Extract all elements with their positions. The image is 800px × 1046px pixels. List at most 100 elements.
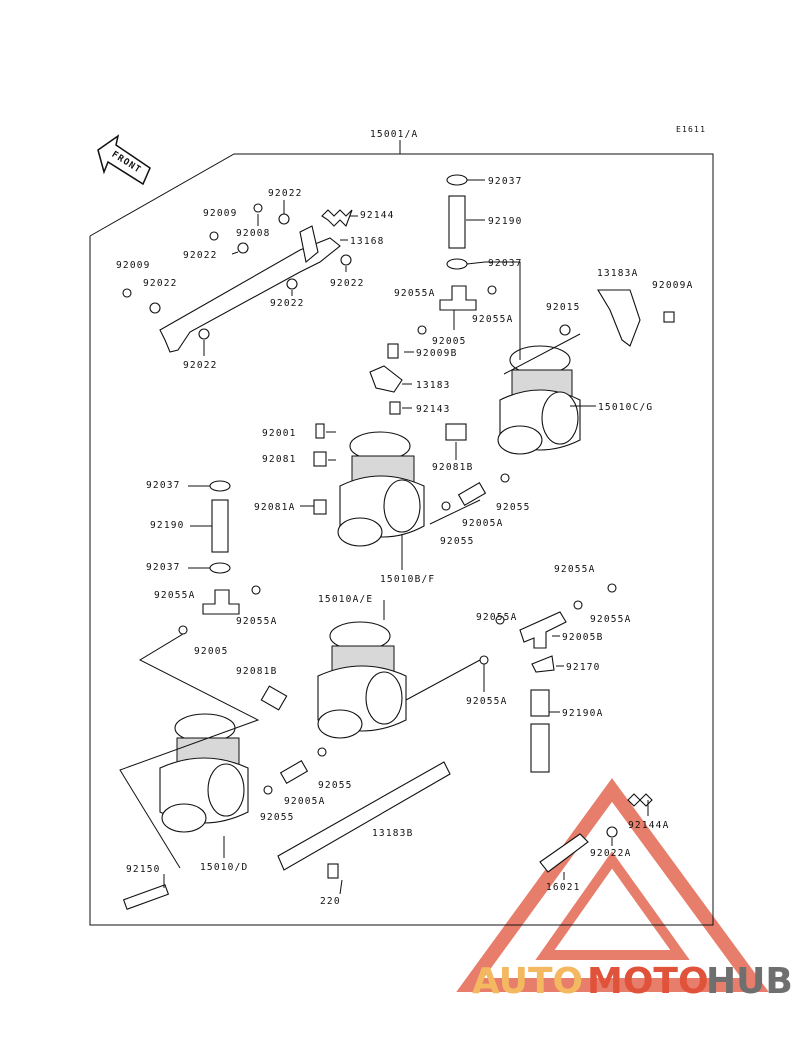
label-92005A-b: 92005A [284,796,326,807]
oring-92055-b [441,501,451,511]
label-92055A-c: 92055A [154,590,196,601]
label-92009-b: 92009 [116,260,151,271]
label-92081B-b: 92081B [236,666,278,677]
label-92022-d: 92022 [330,278,365,289]
label-13183: 13183 [416,380,451,391]
label-16021: 16021 [546,882,581,893]
label-92055-a: 92055 [496,502,531,513]
washer-92022A [606,826,618,838]
label-92009-a: 92009 [203,208,238,219]
oring-92055-c [317,747,327,757]
watermark-logo-triangle [456,778,769,992]
label-92081A: 92081A [254,502,296,513]
carburetor-15010BF [337,431,425,547]
screw-92009A [663,311,675,323]
watermark-part1: AUTO [472,961,583,1002]
label-92037-c: 92037 [146,480,181,491]
label-92022-c: 92022 [143,278,178,289]
label-13183A: 13183A [597,268,639,279]
oring-92055-a [500,473,510,483]
label-92055A-g: 92055A [590,614,632,625]
label-92055-c: 92055 [318,780,353,791]
label-15010CG: 15010C/G [598,402,653,413]
label-92005-b: 92005 [194,646,229,657]
label-92022-a: 92022 [268,188,303,199]
oring-92055-d [263,785,273,795]
oring-92055A-e [573,600,583,610]
label-92005A-a: 92005A [462,518,504,529]
screw-16021 [539,833,589,873]
label-92022A: 92022A [590,848,632,859]
part-92015 [559,324,571,336]
spring-92081B-top [445,423,467,441]
plate-13183B [277,761,451,871]
label-92055A-d: 92055A [236,616,278,627]
label-92144A: 92144A [628,820,670,831]
connector-lines-mid [405,659,481,701]
label-92190-top: 92190 [488,216,523,227]
label-92005-a: 92005 [432,336,467,347]
screw-92150 [122,884,170,910]
tube-92190-left [178,480,261,635]
label-15010AE: 15010A/E [318,594,373,605]
part-92001 [315,423,325,439]
assembly-frame [89,140,714,926]
label-92190A: 92190A [562,708,604,719]
label-92037-b: 92037 [488,258,523,269]
clamp-92170 [531,655,555,673]
label-92015: 92015 [546,302,581,313]
label-92055A-b: 92055A [472,314,514,325]
tube-92190-top [417,174,497,335]
part-92005B [519,611,567,649]
bracket-13183A [597,289,641,347]
label-92022-b: 92022 [183,250,218,261]
tube-92190A-lower [530,723,550,773]
label-92170: 92170 [566,662,601,673]
label-92055-b: 92055 [440,536,475,547]
label-92008: 92008 [236,228,271,239]
oring-92055A-g [495,615,505,625]
label-92022-f: 92022 [183,360,218,371]
label-92081B-a: 92081B [432,462,474,473]
diagram-code: E1611 [676,125,706,134]
label-92055-d: 92055 [260,812,295,823]
label-92143: 92143 [416,404,451,415]
label-92081: 92081 [262,454,297,465]
label-92037-d: 92037 [146,562,181,573]
watermark-logo-text: AUTO MOTO HUB [472,961,793,1002]
label-92001: 92001 [262,428,297,439]
label-15010D: 15010/D [200,862,248,873]
carburetor-15010D [159,713,249,833]
label-13168: 13168 [350,236,385,247]
bracket-13183 [369,365,403,393]
part-92005A-upper [457,482,487,506]
oring-92055A-f [607,583,617,593]
part-labels: 92037 92190 92037 92009 92022 92144 9200… [116,176,694,907]
label-13183B: 13183B [372,828,414,839]
leader-lines [163,179,649,895]
carburetor-15010CG [497,345,581,455]
spring-92144A [627,793,653,807]
label-220: 220 [320,896,341,907]
screw-92009B [387,343,399,359]
label-15010BF: 15010B/F [380,574,435,585]
label-92005B: 92005B [562,632,604,643]
label-92037-top: 92037 [488,176,523,187]
spring-92081B-lower [260,685,288,711]
spring-92081 [313,451,327,467]
label-92150: 92150 [126,864,161,875]
part-92143 [389,401,401,415]
oring-92055A-h [479,655,489,665]
connector-lines-left [119,633,260,869]
front-arrow-icon: FRONT [97,134,151,186]
assembly-label: 15001/A [370,129,418,140]
label-92144: 92144 [360,210,395,221]
label-92055A-e: 92055A [554,564,596,575]
watermark-part3: HUB [706,961,793,1002]
part-92005A-lower [279,760,309,784]
label-92009A: 92009A [652,280,694,291]
screw-220 [327,863,339,879]
tube-92190A-upper [530,689,550,717]
bracket-assembly [122,203,353,353]
